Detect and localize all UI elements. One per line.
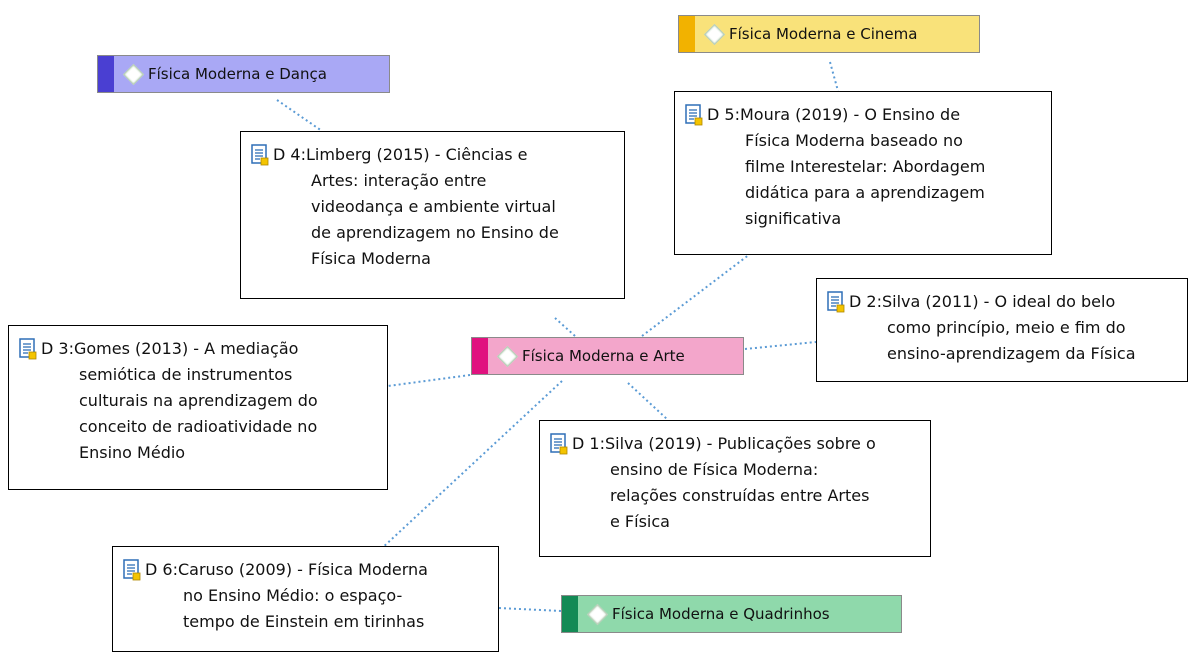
code-color-bar	[562, 596, 578, 632]
document-title-line: filme Interestelar: Abordagem	[745, 157, 986, 176]
document-d4[interactable]: D 4:Limberg (2015) - Ciências e Artes: i…	[240, 131, 625, 299]
document-d6[interactable]: D 6:Caruso (2009) - Física Moderna no En…	[112, 546, 499, 652]
code-fisica-moderna-e-arte[interactable]: Física Moderna e Arte	[471, 337, 744, 375]
diamond-icon	[496, 345, 519, 367]
link-arte-d2	[744, 341, 817, 350]
document-d2[interactable]: D 2:Silva (2011) - O ideal do belo como …	[816, 278, 1188, 382]
document-title: D 5:Moura (2019) - O Ensino de	[707, 105, 961, 124]
document-title-line: tempo de Einstein em tirinhas	[183, 612, 425, 631]
code-color-bar	[472, 338, 488, 374]
document-title-line: culturais na aprendizagem do	[79, 391, 318, 410]
link-danca-d4	[276, 99, 323, 132]
document-title-line: no Ensino Médio: o espaço-	[183, 586, 403, 605]
document-title-line: e Física	[610, 512, 670, 531]
link-arte-d4	[554, 317, 576, 337]
diamond-icon	[703, 23, 726, 45]
document-title-line: semiótica de instrumentos	[79, 365, 293, 384]
document-title-line: ensino-aprendizagem da Física	[887, 344, 1136, 363]
document-title-line: de aprendizagem no Ensino de	[311, 223, 559, 242]
code-label: Física Moderna e Quadrinhos	[612, 605, 830, 623]
document-title-line: Física Moderna	[311, 249, 431, 268]
code-label: Física Moderna e Arte	[522, 347, 685, 365]
document-title-line: conceito de radioatividade no	[79, 417, 318, 436]
document-title: D 3:Gomes (2013) - A mediação	[41, 339, 299, 358]
code-fisica-moderna-e-cinema[interactable]: Física Moderna e Cinema	[678, 15, 980, 53]
document-d5[interactable]: D 5:Moura (2019) - O Ensino de Física Mo…	[674, 91, 1052, 255]
document-title-line: significativa	[745, 209, 842, 228]
link-arte-d5	[641, 253, 751, 337]
document-d3[interactable]: D 3:Gomes (2013) - A mediação semiótica …	[8, 325, 388, 490]
document-icon	[550, 433, 568, 455]
document-title: D 2:Silva (2011) - O ideal do belo	[849, 292, 1116, 311]
document-title-line: ensino de Física Moderna:	[610, 460, 819, 479]
link-cinema-d5	[829, 61, 839, 92]
document-title-line: relações construídas entre Artes	[610, 486, 870, 505]
document-icon	[251, 144, 269, 166]
document-icon	[19, 338, 37, 360]
link-quadrinhos-d6	[498, 607, 562, 612]
document-title-line: Ensino Médio	[79, 443, 186, 462]
code-fisica-moderna-e-quadrinhos[interactable]: Física Moderna e Quadrinhos	[561, 595, 902, 633]
code-color-bar	[98, 56, 114, 92]
document-title: D 1:Silva (2019) - Publicações sobre o	[572, 434, 876, 453]
link-arte-d6	[379, 380, 563, 551]
diamond-icon	[122, 63, 145, 85]
document-icon	[685, 104, 703, 126]
diamond-icon	[586, 603, 609, 625]
link-arte-d1	[627, 382, 669, 421]
document-title-line: didática para a aprendizagem	[745, 183, 985, 202]
document-title-line: Física Moderna baseado no	[745, 131, 963, 150]
document-icon	[123, 559, 141, 581]
document-icon	[827, 291, 845, 313]
code-label: Física Moderna e Cinema	[729, 25, 918, 43]
document-d1[interactable]: D 1:Silva (2019) - Publicações sobre o e…	[539, 420, 931, 557]
document-title-line: Artes: interação entre	[311, 171, 487, 190]
document-title-line: videodança e ambiente virtual	[311, 197, 556, 216]
document-title: D 6:Caruso (2009) - Física Moderna	[145, 560, 428, 579]
link-arte-d3	[387, 374, 471, 387]
document-title: D 4:Limberg (2015) - Ciências e	[273, 145, 528, 164]
document-title-line: como princípio, meio e fim do	[887, 318, 1126, 337]
code-fisica-moderna-e-danca[interactable]: Física Moderna e Dança	[97, 55, 390, 93]
code-color-bar	[679, 16, 695, 52]
code-label: Física Moderna e Dança	[148, 65, 327, 83]
